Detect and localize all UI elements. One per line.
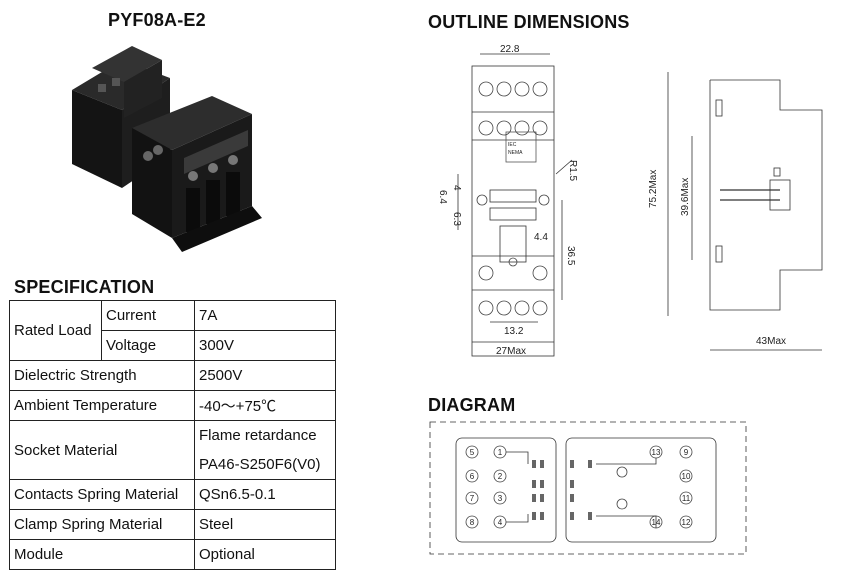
dim-6-3: 6.3 <box>451 212 462 226</box>
dim-13-2: 13.2 <box>504 326 524 337</box>
terminal-14: 14 <box>652 518 661 527</box>
terminal-10: 10 <box>682 472 691 481</box>
current-label: Current <box>101 300 195 331</box>
rated-load-label: Rated Load <box>9 300 102 361</box>
terminal-4: 4 <box>498 518 503 527</box>
terminal-7: 7 <box>470 494 475 503</box>
product-photo <box>72 46 262 252</box>
ambient-value: -40～+75℃ <box>194 390 336 421</box>
table-row: Dielectric Strength 2500V <box>9 360 336 391</box>
terminal-8: 8 <box>470 518 475 527</box>
socket-label: Socket Material <box>9 420 195 480</box>
socket-value: Flame retardance PA46-S250F6(V0) <box>194 420 336 480</box>
specification-table: Rated Load Current 7A Voltage 300V Diele… <box>9 300 336 570</box>
terminal-3: 3 <box>498 494 503 503</box>
dim-4-4: 4.4 <box>534 232 548 243</box>
dim-43max: 43Max <box>756 336 786 347</box>
terminal-11: 11 <box>682 494 691 503</box>
terminal-12: 12 <box>682 518 691 527</box>
dim-4: 4 <box>451 185 462 191</box>
nema-label: NEMA <box>508 150 523 156</box>
terminal-2: 2 <box>498 472 503 481</box>
table-row: Ambient Temperature -40～+75℃ <box>9 390 336 421</box>
terminal-5: 5 <box>470 448 475 457</box>
outline-drawing: 22.8 IEC NEMA R1.5 4 6.4 6.3 4.4 36.5 13… <box>437 44 823 357</box>
terminal-1: 1 <box>498 448 503 457</box>
current-value: 7A <box>194 300 336 331</box>
dim-75-2max: 75.2Max <box>648 170 659 208</box>
dim-39-6max: 39.6Max <box>680 178 691 216</box>
dim-27max: 27Max <box>496 346 526 357</box>
dim-6-4: 6.4 <box>437 190 448 204</box>
table-row: Contacts Spring Material QSn6.5-0.1 <box>9 479 336 510</box>
table-row: Rated Load Current 7A <box>9 300 336 361</box>
dim-36-5: 36.5 <box>565 246 576 266</box>
clamp-value: Steel <box>194 509 336 540</box>
contacts-label: Contacts Spring Material <box>9 479 195 510</box>
specification-title: SPECIFICATION <box>14 277 155 297</box>
terminal-6: 6 <box>470 472 475 481</box>
wiring-diagram: 5 6 7 8 1 2 3 4 9 10 11 12 13 14 <box>429 421 747 555</box>
terminal-13: 13 <box>652 448 661 457</box>
dim-top-width: 22.8 <box>500 44 520 55</box>
contacts-value: QSn6.5-0.1 <box>194 479 336 510</box>
voltage-value: 300V <box>194 330 336 361</box>
dim-r15: R1.5 <box>567 160 578 182</box>
ambient-label: Ambient Temperature <box>9 390 195 421</box>
socket-value-line-1: Flame retardance <box>199 427 317 444</box>
clamp-label: Clamp Spring Material <box>9 509 195 540</box>
table-row: Clamp Spring Material Steel <box>9 509 336 540</box>
outline-dimensions-title: OUTLINE DIMENSIONS <box>428 12 630 32</box>
terminal-9: 9 <box>684 448 689 457</box>
table-row: Socket Material Flame retardance PA46-S2… <box>9 420 336 480</box>
module-label: Module <box>9 539 195 570</box>
voltage-label: Voltage <box>101 330 195 361</box>
dielectric-label: Dielectric Strength <box>9 360 195 391</box>
table-row: Module Optional <box>9 539 336 570</box>
diagram-title: DIAGRAM <box>428 395 516 415</box>
product-title: PYF08A-E2 <box>108 10 206 30</box>
iec-label: IEC <box>508 142 517 148</box>
module-value: Optional <box>194 539 336 570</box>
socket-value-line-2: PA46-S250F6(V0) <box>199 456 321 473</box>
dielectric-value: 2500V <box>194 360 336 391</box>
